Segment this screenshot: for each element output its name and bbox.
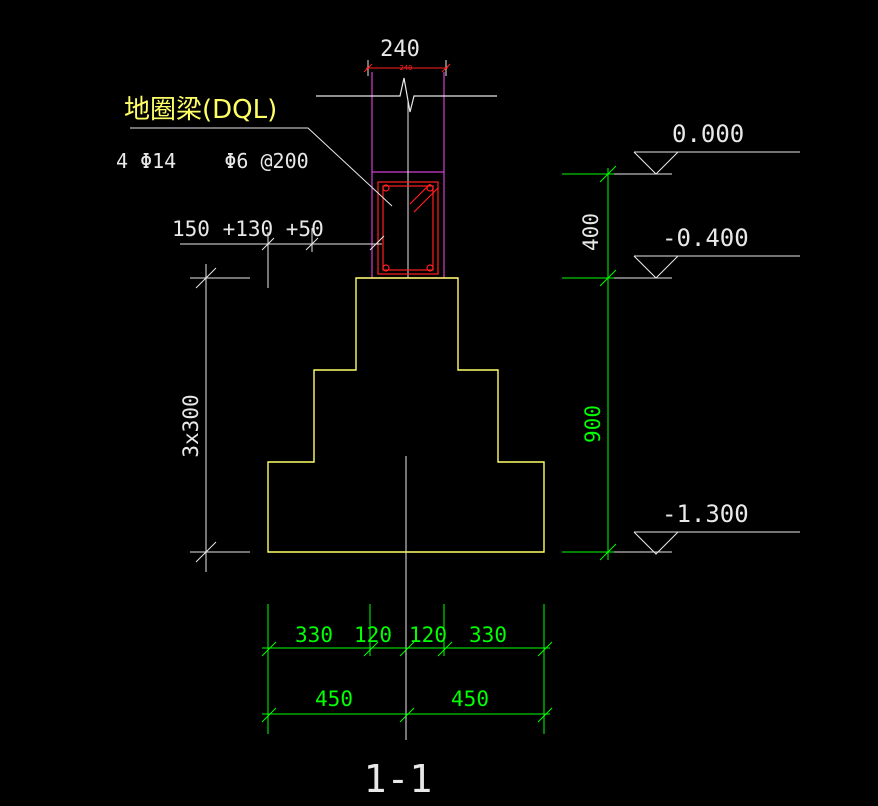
offset-dimension-label: 150 +130 +50 xyxy=(172,217,324,241)
bottom-dim-120-right: 120 xyxy=(409,623,447,647)
beam-name-label: 地圈梁(DQL) xyxy=(124,95,277,125)
ring-beam-rebar xyxy=(377,181,439,275)
bottom-dim-330-left: 330 xyxy=(295,623,333,647)
wall-width-label: 240 xyxy=(380,37,420,62)
offset-dimension-line xyxy=(180,228,385,288)
section-title: 1-1 xyxy=(364,757,433,801)
upper-height-label: 400 xyxy=(579,213,603,251)
beam-rebar-spec: 4 Φ14 Φ6 @200 xyxy=(116,149,309,173)
bottom-dim-450-right: 450 xyxy=(451,687,489,711)
elevation-mark-3 xyxy=(614,531,800,555)
bottom-dim-450-left: 450 xyxy=(315,687,353,711)
steps-dimension xyxy=(190,264,250,572)
bottom-dim-330-right: 330 xyxy=(469,623,507,647)
beam-leader-line xyxy=(130,127,393,207)
elevation-mark-1 xyxy=(614,151,800,175)
elevation-label-2: -0.400 xyxy=(662,224,749,252)
break-line xyxy=(316,77,497,113)
elevation-mark-2 xyxy=(614,255,800,279)
bottom-dim-120-left: 120 xyxy=(354,623,392,647)
elevation-label-1: 0.000 xyxy=(672,120,744,148)
stepped-footing-outline xyxy=(267,277,545,553)
elevation-label-3: -1.300 xyxy=(662,500,749,528)
bottom-dimensions xyxy=(261,604,553,734)
steps-dimension-label: 3x300 xyxy=(179,394,203,457)
wall-width-dimension xyxy=(363,60,451,76)
lower-height-label: 900 xyxy=(581,405,605,443)
right-vertical-dimensions xyxy=(562,165,617,561)
wall-width-small-label: 240 xyxy=(400,64,413,72)
